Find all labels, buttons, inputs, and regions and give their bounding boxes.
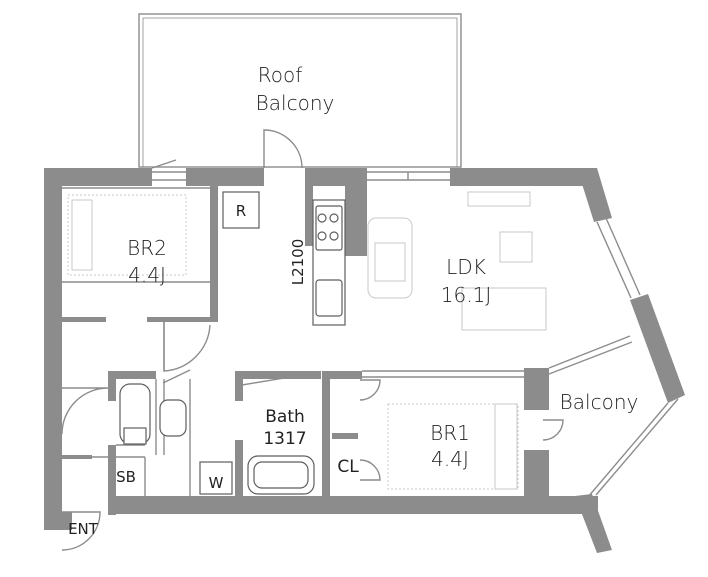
roof-balcony-outline <box>138 13 462 168</box>
partitions <box>62 187 633 496</box>
bath-label: Bath <box>265 407 305 427</box>
ldk-label: LDK <box>446 255 486 279</box>
br2-size: 4.4J <box>128 263 166 287</box>
br1-label: BR1 <box>430 421 470 445</box>
closet-label: CL <box>337 457 359 477</box>
br1-size: 4.4J <box>431 447 469 471</box>
shoe-box-label: SB <box>116 468 136 486</box>
doors <box>51 129 564 551</box>
roof-balcony-label-line1: Roof <box>258 63 303 87</box>
fixtures <box>119 191 346 495</box>
furniture <box>67 191 547 490</box>
windows <box>152 171 679 498</box>
balcony-label: Balcony <box>560 390 639 414</box>
entrance-label: ENT <box>68 520 99 538</box>
roof-balcony-label-line2: Balcony <box>256 91 335 115</box>
refrigerator-label: R <box>236 202 246 220</box>
bath-size: 1317 <box>263 429 306 449</box>
br2-label: BR2 <box>127 236 167 260</box>
ldk-size: 16.1J <box>441 283 491 307</box>
ceiling-height-label: L2100 <box>289 239 307 286</box>
washer-label: W <box>209 474 224 492</box>
interior-walls <box>62 186 549 515</box>
exterior-walls <box>44 168 685 553</box>
room-labels: Roof Balcony BR2 4.4J LDK 16.1J L2100 R … <box>68 63 638 538</box>
